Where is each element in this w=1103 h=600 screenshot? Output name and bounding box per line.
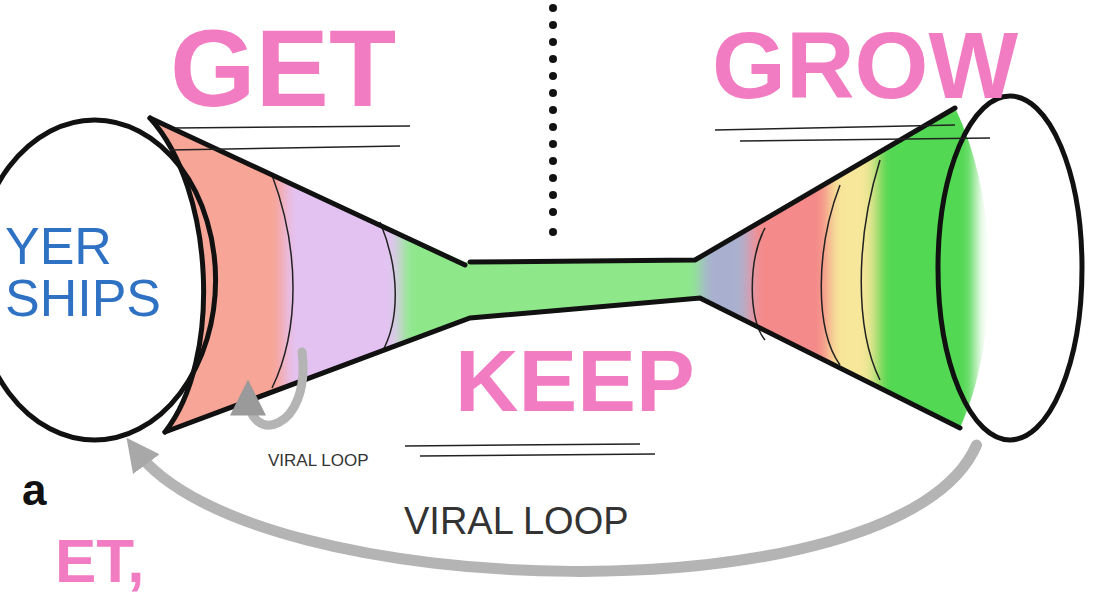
customer-circle: YER SHIPS [0, 115, 220, 445]
node-heading: GROW [712, 18, 1018, 113]
edge-label: VIRAL LOOP [400, 500, 633, 542]
cropped-word: a [22, 468, 46, 512]
underlines [170, 125, 990, 456]
cropped-heading: ET, [55, 530, 145, 592]
node-heading: GET [170, 13, 396, 123]
node-heading: YER SHIPS [5, 220, 195, 324]
dotted-divider [549, 4, 557, 236]
get-funnel: GET [140, 5, 470, 440]
loop-label: VIRAL LOOP [268, 452, 368, 469]
viral-loop-arrow [136, 445, 976, 571]
keep-tube: KEEP [440, 255, 700, 440]
small-loop-arrow [248, 352, 303, 425]
funnel-bands [140, 100, 975, 450]
node-heading: KEEP [455, 337, 695, 425]
funnel-outline [150, 96, 1082, 440]
grow-funnel: GROW [700, 10, 1095, 445]
